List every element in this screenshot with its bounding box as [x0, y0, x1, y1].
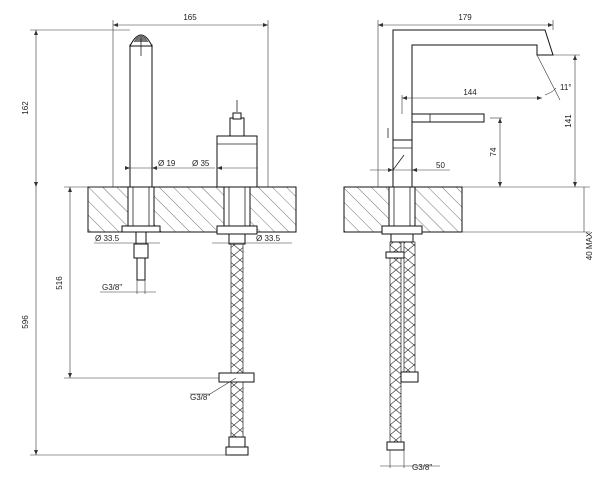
side-braided-hoses	[385, 241, 419, 451]
front-thread-right: G3/8"	[190, 377, 237, 402]
side-view: 179 144 11° 141 74	[343, 13, 594, 472]
side-dim-length-label: 179	[458, 13, 472, 22]
front-dim-shank-right-label: Ø 33.5	[256, 234, 281, 243]
front-dim-depth: 516	[55, 186, 219, 379]
front-dim-shank-dias: Ø 33.5 Ø 33.5	[94, 234, 292, 244]
front-dim-height-label: 162	[21, 101, 30, 115]
side-lever	[411, 113, 485, 123]
front-shank-right	[216, 186, 258, 245]
side-dim-reach: 144	[401, 88, 542, 114]
side-thread-label: G3/8"	[412, 463, 432, 472]
front-shank-left	[121, 186, 161, 281]
front-view: 165 162 516 596 Ø 19	[21, 13, 297, 456]
front-spout	[129, 34, 153, 188]
front-thread-left: G3/8"	[100, 280, 156, 294]
side-dim-deck: 40 MAX	[462, 186, 594, 260]
front-thread-left-label: G3/8"	[102, 283, 122, 292]
front-dim-shank-left-label: Ø 33.5	[95, 234, 120, 243]
side-dim-height: 141	[553, 54, 580, 187]
front-dim-diameters-top: Ø 19 Ø 35	[125, 159, 258, 170]
side-dim-base-label: 50	[436, 161, 445, 170]
front-thread-right-label: G3/8"	[190, 393, 210, 402]
side-spout-body	[387, 29, 554, 188]
front-dim-height: 162	[21, 29, 130, 187]
front-dim-width-label: 165	[183, 13, 197, 22]
side-thread: G3/8"	[380, 450, 440, 472]
side-dim-length: 179	[377, 13, 554, 187]
side-dim-outlet: 74	[489, 117, 502, 187]
front-dim-total-label: 596	[21, 315, 30, 329]
front-dim-handle-dia-label: Ø 35	[192, 159, 210, 168]
front-dim-depth-label: 516	[55, 276, 64, 290]
side-dim-angle-label: 11°	[560, 83, 572, 92]
side-dim-base: 50	[370, 161, 450, 172]
side-shank	[381, 186, 423, 243]
side-dim-angle: 11°	[536, 54, 572, 101]
front-dim-total: 596	[21, 187, 230, 456]
front-countertop	[87, 186, 297, 233]
front-mixer-body	[216, 100, 258, 188]
side-dim-height-label: 141	[564, 114, 573, 128]
side-dim-reach-label: 144	[463, 88, 477, 97]
side-dim-deck-label: 40 MAX	[585, 231, 594, 260]
front-braided-hose	[218, 243, 255, 456]
side-dim-outlet-label: 74	[489, 147, 498, 156]
front-dim-spout-dia-label: Ø 19	[158, 159, 176, 168]
front-dim-width: 165	[112, 13, 269, 187]
